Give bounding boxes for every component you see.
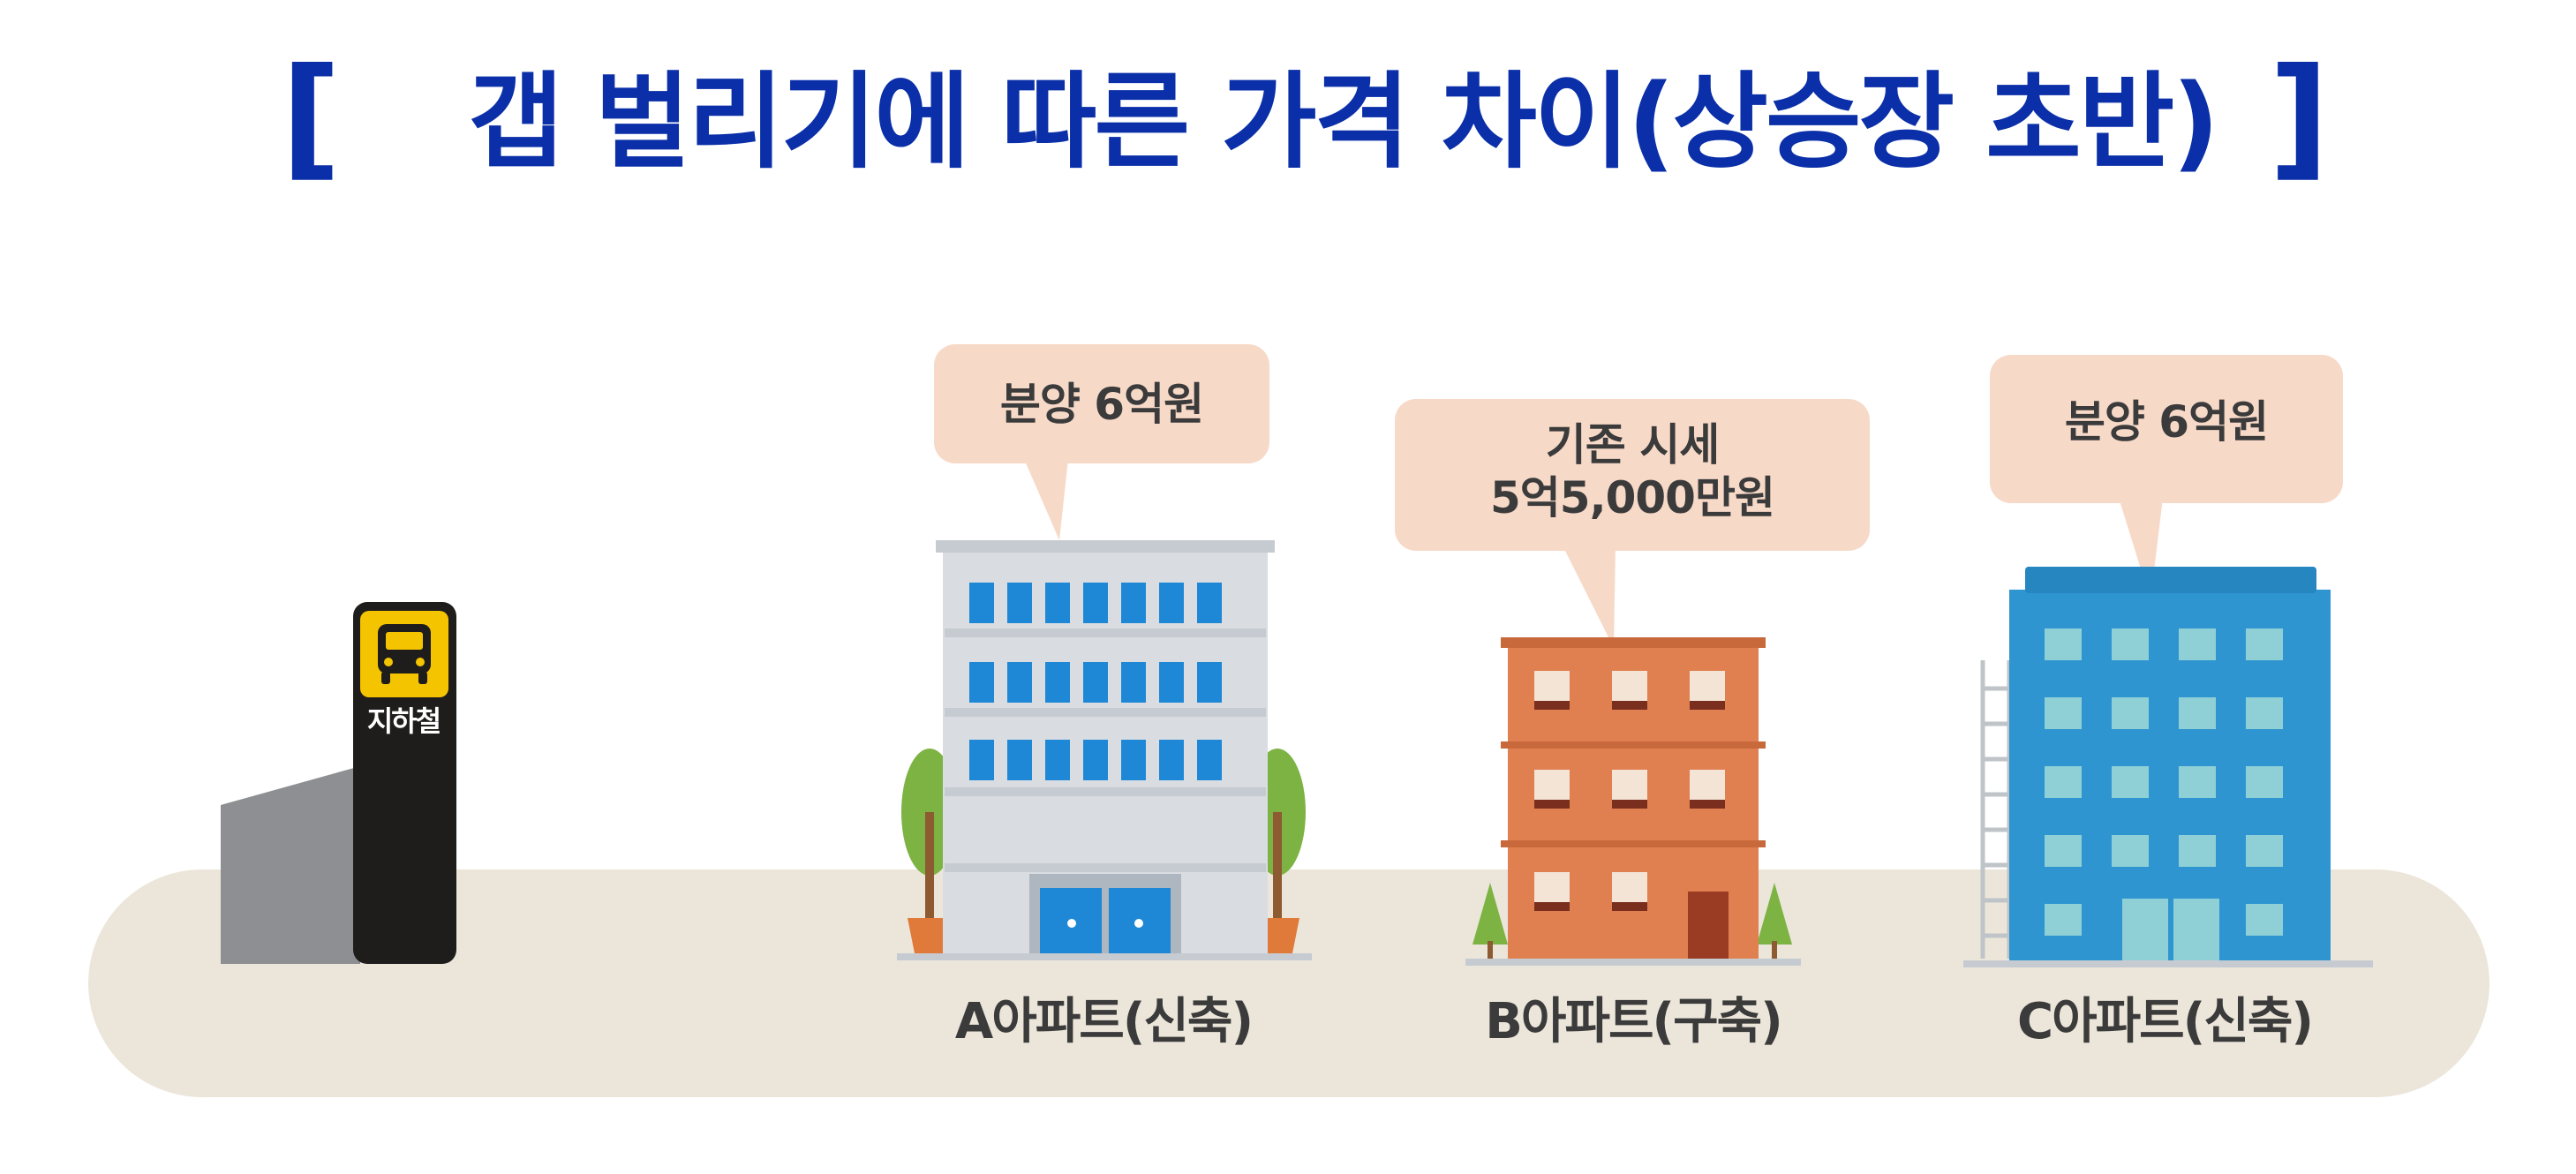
building-b — [1395, 399, 1870, 966]
bubble-b-line-2: 5억5,000만원 — [1490, 472, 1775, 523]
station-roof — [221, 766, 360, 964]
page-title: 갭 벌리기에 따른 가격 차이(상승장 초반) — [468, 61, 2219, 183]
building-a-label: A아파트(신축) — [954, 993, 1254, 1050]
building-a — [897, 344, 1312, 960]
building-c — [1963, 355, 2373, 967]
title-row: [ 갭 벌리기에 따른 가격 차이(상승장 초반) ] — [0, 51, 2576, 192]
title-bracket-right: ] — [2269, 41, 2330, 194]
building-b-label: B아파트(구축) — [1485, 993, 1782, 1050]
bubble-c — [1990, 355, 2343, 503]
bubble-b — [1395, 399, 1870, 551]
ground — [88, 869, 2489, 1097]
subway-sign-label: 지하철 — [366, 704, 441, 738]
bubble-a-line-1: 분양 6억원 — [999, 379, 1204, 430]
bus-icon — [378, 624, 431, 684]
building-c-label: C아파트(신축) — [2017, 993, 2314, 1050]
bubble-a-text: 분양 6억원 — [934, 378, 1269, 431]
bubble-b-line-1: 기존 시세 — [1545, 419, 1720, 470]
bubble-b-text: 기존 시세 5억5,000만원 — [1395, 418, 1870, 524]
bubble-a — [934, 344, 1269, 463]
subway-station — [221, 602, 456, 964]
bubble-c-text: 분양 6억원 — [1990, 395, 2343, 448]
title-bracket-left: [ — [281, 41, 342, 194]
bubble-c-line-1: 분양 6억원 — [2064, 396, 2269, 448]
